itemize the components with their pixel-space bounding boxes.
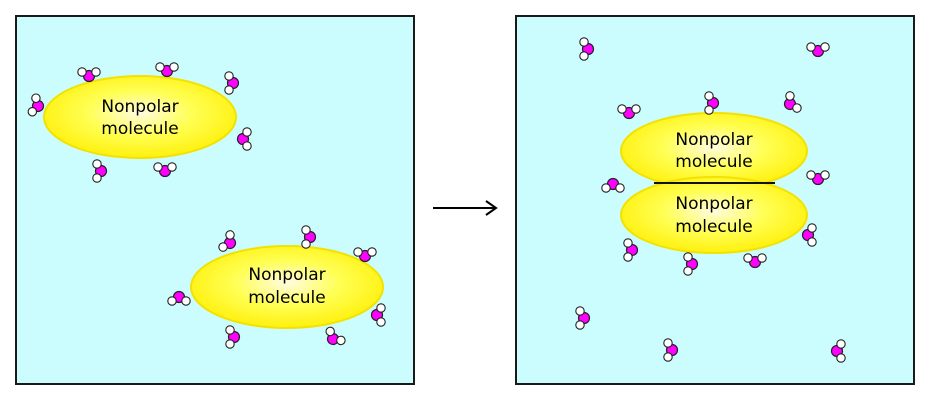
- molecule-2-label-line2: molecule: [248, 288, 325, 308]
- molecule-bottom-label-line2: molecule: [675, 217, 752, 237]
- molecule-1-label-line2: molecule: [101, 119, 178, 139]
- nonpolar-molecule-bottom: Nonpolar molecule: [620, 176, 808, 254]
- left-panel: [15, 15, 415, 385]
- nonpolar-molecule-2: Nonpolar molecule: [190, 245, 384, 329]
- right-arrow-icon: [433, 200, 498, 216]
- molecule-bottom-label-line1: Nonpolar: [675, 194, 752, 214]
- molecule-2-label-line1: Nonpolar: [248, 265, 325, 285]
- nonpolar-molecule-1: Nonpolar molecule: [43, 75, 237, 159]
- molecule-top-label-line2: molecule: [675, 152, 752, 172]
- molecule-1-label-line1: Nonpolar: [101, 97, 178, 117]
- nonpolar-molecule-top: Nonpolar molecule: [620, 112, 808, 190]
- molecule-top-label-line1: Nonpolar: [675, 130, 752, 150]
